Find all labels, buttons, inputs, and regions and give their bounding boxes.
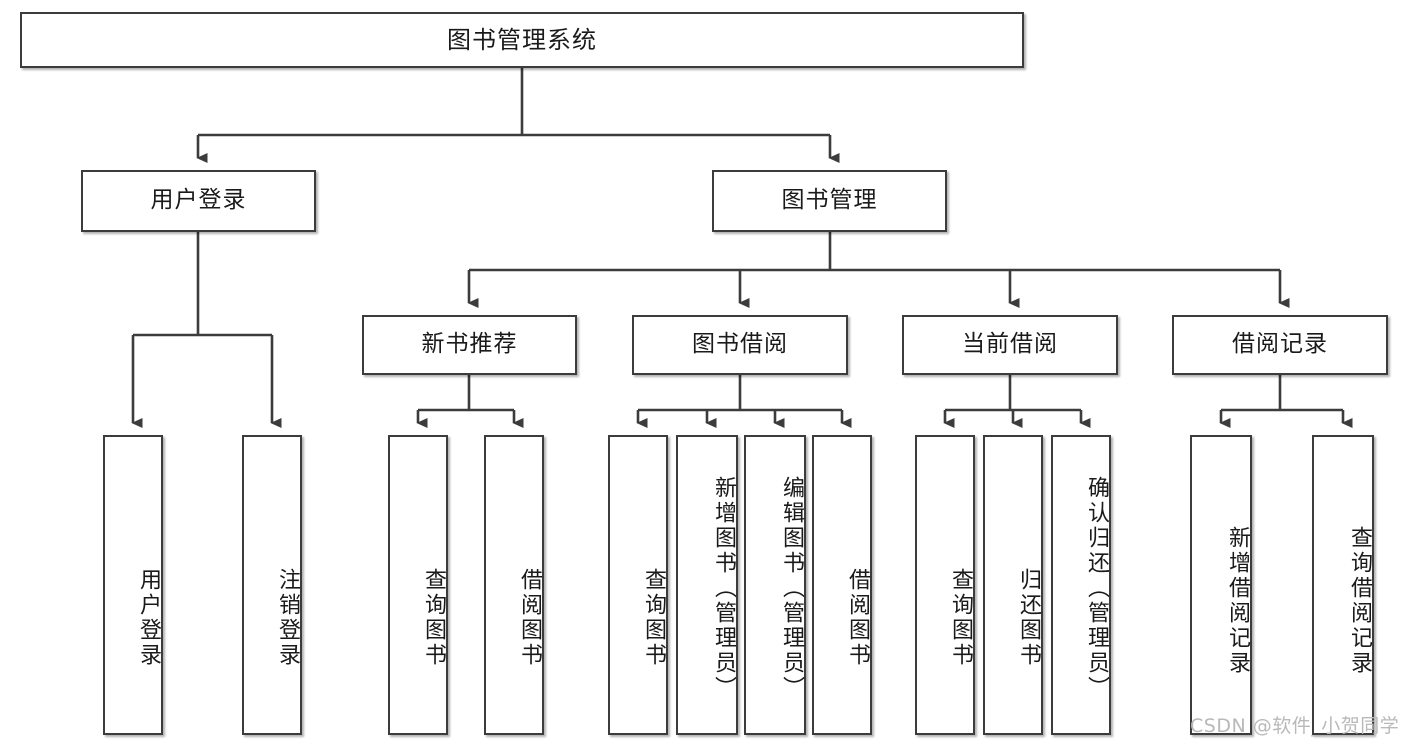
leaf-user-login[interactable]: 用户登录 [103,435,163,735]
node-root-system[interactable]: 图书管理系统 [20,12,1024,68]
node-label: 图书管理系统 [447,25,597,54]
node-user-login[interactable]: 用户登录 [81,170,316,232]
leaf-current-query-book[interactable]: 查询图书 [915,435,975,735]
node-label: 查询图书 [421,568,446,668]
node-label: 注销登录 [275,568,300,668]
leaf-borrow-add-book-admin[interactable]: 新增图书（管理员） [676,435,738,735]
node-book-management[interactable]: 图书管理 [712,170,947,232]
node-label: 新书推荐 [421,331,518,358]
node-label: 当前借阅 [962,331,1058,358]
node-label: 查询借阅记录 [1347,526,1372,676]
node-label: 查询图书 [948,568,973,668]
leaf-record-query-borrow-record[interactable]: 查询借阅记录 [1312,435,1374,735]
leaf-recommend-query-book[interactable]: 查询图书 [388,435,448,735]
leaf-record-add-borrow-record[interactable]: 新增借阅记录 [1190,435,1252,735]
node-label: 新增借阅记录 [1225,526,1250,676]
node-label: 查询图书 [641,568,666,668]
node-label: 用户登录 [136,568,161,668]
leaf-current-return-book[interactable]: 归还图书 [983,435,1043,735]
node-label: 图书管理 [781,187,878,214]
node-label: 确认归还（管理员） [1084,475,1109,701]
leaf-borrow-borrow-book[interactable]: 借阅图书 [812,435,872,735]
leaf-borrow-query-book[interactable]: 查询图书 [608,435,668,735]
node-label: 归还图书 [1016,568,1041,668]
node-label: 图书借阅 [692,331,788,358]
node-label: 借阅图书 [845,568,870,668]
node-label: 编辑图书（管理员） [779,475,804,701]
node-current-borrow[interactable]: 当前借阅 [902,315,1118,375]
node-label: 新增图书（管理员） [711,475,736,701]
node-borrow-record[interactable]: 借阅记录 [1172,315,1388,375]
node-label: 用户登录 [150,187,247,214]
node-book-borrow[interactable]: 图书借阅 [632,315,848,375]
node-label: 借阅记录 [1232,331,1328,358]
node-new-book-recommend[interactable]: 新书推荐 [362,315,577,375]
csdn-watermark: CSDN @软件_小贺同学 [1190,715,1400,737]
leaf-recommend-borrow-book[interactable]: 借阅图书 [484,435,544,735]
leaf-borrow-edit-book-admin[interactable]: 编辑图书（管理员） [744,435,806,735]
node-label: 借阅图书 [517,568,542,668]
leaf-current-confirm-return-admin[interactable]: 确认归还（管理员） [1051,435,1111,735]
leaf-user-logout[interactable]: 注销登录 [242,435,302,735]
